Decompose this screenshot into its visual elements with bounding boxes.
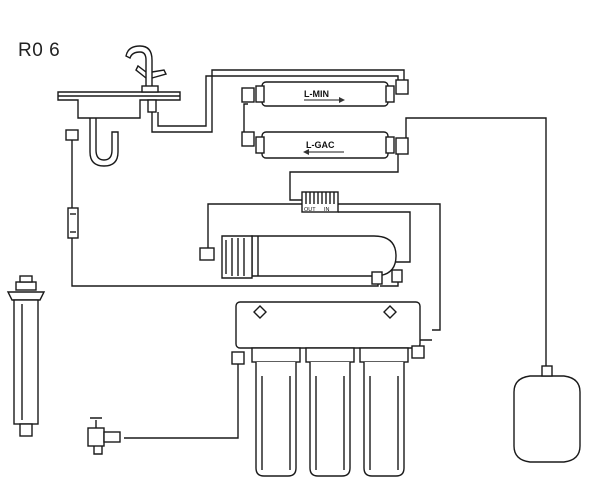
gac-right-fitting: [395, 137, 409, 155]
drain-check-valve: [67, 207, 79, 239]
tube-gac-to-restrictor: [289, 152, 399, 201]
membrane-housing-body: [251, 235, 397, 277]
membrane-outlet-fitting-b: [391, 269, 403, 283]
prefilter-inlet-fitting: [231, 351, 245, 365]
tube-mineral-to-gac: [243, 103, 250, 135]
tube-restrictor-to-prefilter: [338, 203, 441, 331]
mineral-cartridge: [241, 79, 409, 107]
prefilter-outlet-fitting: [411, 345, 425, 359]
bracket-hole-left: [253, 305, 267, 319]
flow-restrictor-body: [301, 191, 339, 213]
spare-membrane: [6, 275, 46, 437]
gac-cartridge: [241, 131, 409, 159]
prefilter-housing-3: [359, 347, 409, 477]
restrictor-out-label: OUT: [304, 207, 316, 213]
drain-saddle: [65, 129, 79, 141]
flow-restrictor: [301, 191, 339, 213]
gac-left-fitting: [241, 131, 255, 147]
faucet-base: [141, 85, 159, 93]
faucet: [125, 45, 168, 113]
tube-membrane-to-restrictor: [338, 211, 411, 263]
mineral-left-fitting: [241, 87, 255, 103]
tube-faucet-to-mineral-outer: [151, 69, 405, 133]
gac-label: L-GAC: [306, 140, 335, 150]
prefilter-housing-2: [305, 347, 355, 477]
prefilter-housing-1: [251, 347, 301, 477]
tank-valve: [541, 365, 553, 377]
bracket-hole-right: [383, 305, 397, 319]
sink-drain-trap: [89, 118, 119, 167]
feed-water-valve: [87, 417, 121, 455]
sink-basin: [57, 91, 181, 119]
membrane-outlet-fitting-a: [371, 271, 383, 285]
prefilter-assembly: [231, 301, 425, 477]
membrane-inlet-fitting: [199, 247, 215, 261]
tube-feed-to-prefilter: [124, 360, 239, 439]
mineral-label: L-MIN: [304, 89, 329, 99]
faucet-spout: [125, 45, 153, 90]
mineral-right-fitting: [395, 79, 409, 95]
tube-faucet-to-mineral-inner: [157, 75, 399, 127]
restrictor-in-label: IN: [324, 207, 330, 213]
ro-membrane-housing: [199, 235, 403, 285]
pressure-tank: [513, 365, 581, 463]
tube-restrictor-to-membrane: [207, 203, 302, 250]
model-title: R0 6: [18, 40, 61, 61]
tank-body: [513, 375, 581, 463]
tube-gac-to-tank: [405, 117, 547, 370]
faucet-handle: [135, 64, 168, 79]
sink: [57, 91, 181, 167]
